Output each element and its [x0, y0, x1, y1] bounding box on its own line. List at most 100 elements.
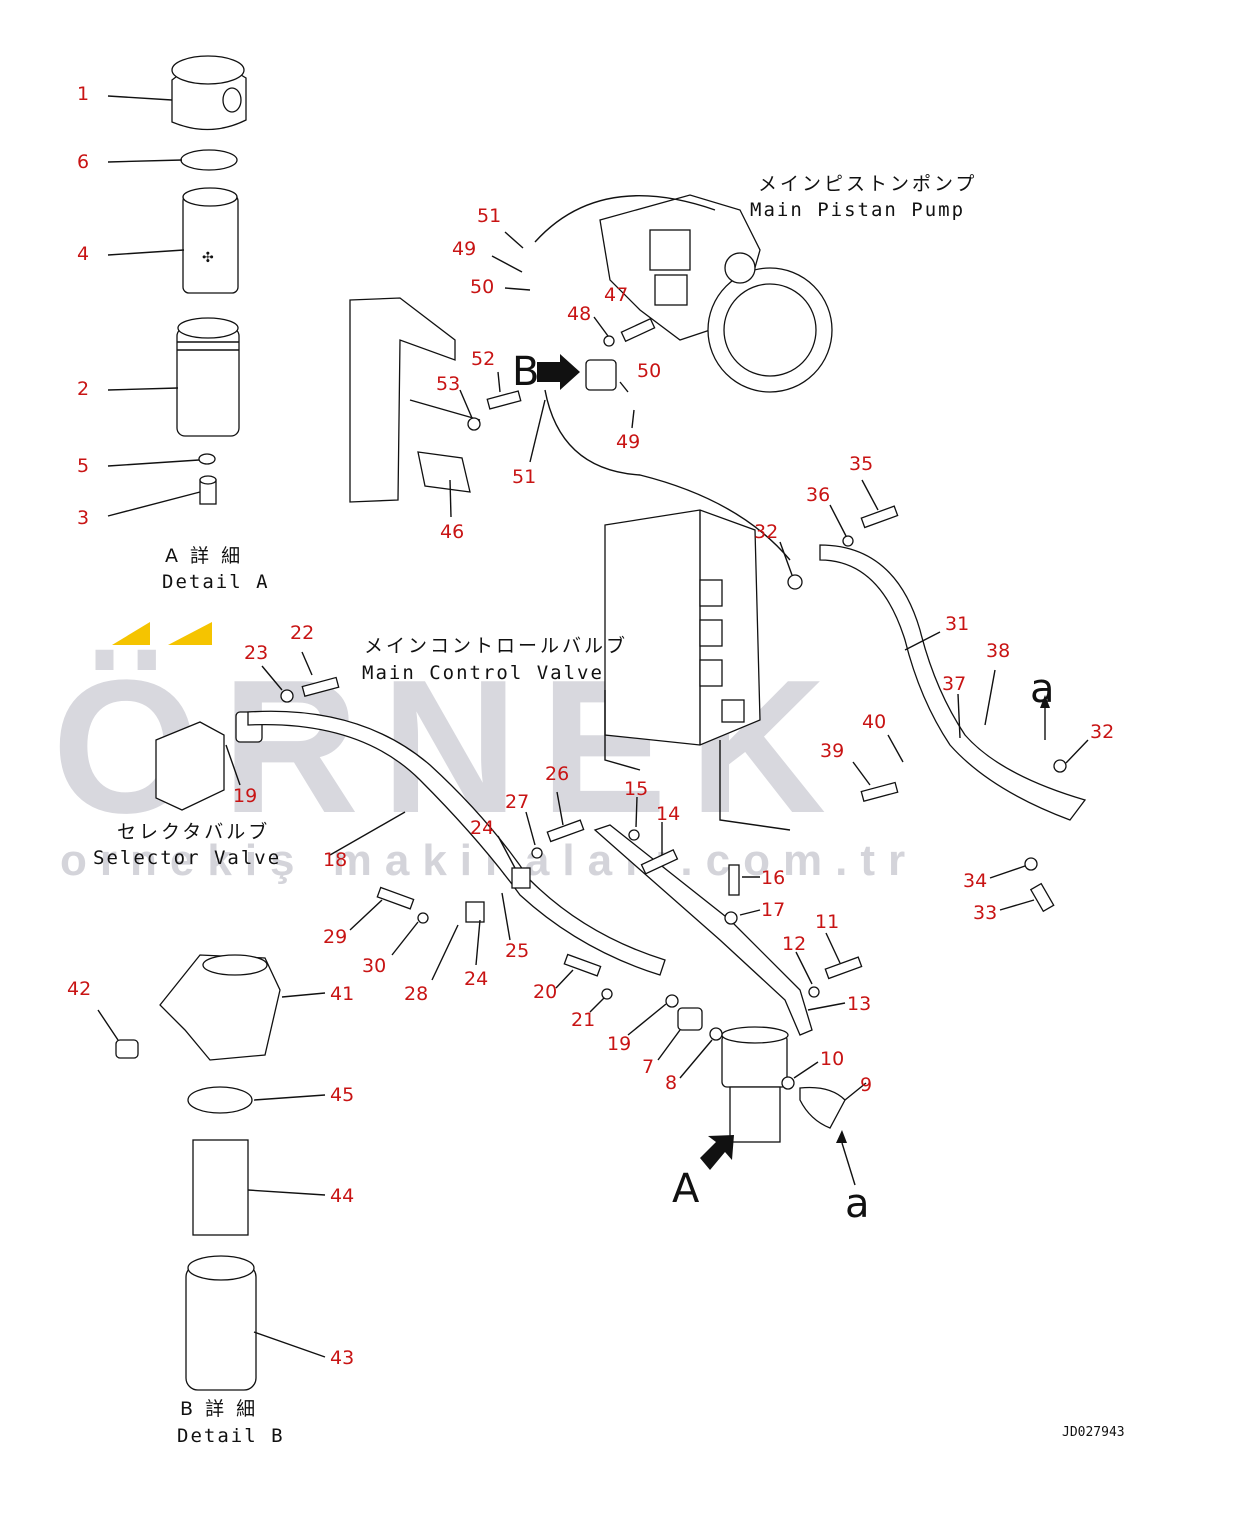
arrow-a-ref-icon — [1040, 695, 1050, 708]
callout-21: 21 — [571, 1009, 595, 1031]
detail-a-caption-en: Detail A — [162, 571, 270, 593]
callout-17: 17 — [761, 899, 785, 921]
drawing-code: JD027943 — [1062, 1425, 1125, 1440]
arrow-b-label: B — [512, 349, 539, 395]
selector-caption-en: Selector Valve — [93, 847, 281, 869]
callout-7: 7 — [642, 1056, 654, 1078]
bracket-13 — [593, 824, 813, 1036]
callout-24b: 24 — [464, 968, 488, 990]
callout-50b: 50 — [637, 360, 661, 382]
callout-52: 52 — [471, 348, 495, 370]
detail-b-caption-en: Detail B — [177, 1425, 285, 1447]
callout-19b: 19 — [607, 1033, 631, 1055]
callout-36: 36 — [806, 484, 830, 506]
callout-42: 42 — [67, 978, 91, 1000]
callout-6: 6 — [77, 151, 89, 173]
part-2-filter-bowl — [176, 317, 240, 437]
arrow-a-icon — [700, 1135, 734, 1170]
callout-12: 12 — [782, 933, 806, 955]
callout-33: 33 — [973, 902, 997, 924]
detail-b-assembly — [115, 954, 281, 1391]
callout-1: 1 — [77, 83, 89, 105]
callout-35: 35 — [849, 453, 873, 475]
callout-22: 22 — [290, 622, 314, 644]
watermark-accent-right — [168, 622, 212, 645]
callout-25: 25 — [505, 940, 529, 962]
callout-28: 28 — [404, 983, 428, 1005]
hose-18 — [247, 710, 666, 976]
callout-20: 20 — [533, 981, 557, 1003]
bracket-46 — [349, 297, 791, 561]
part-3-drain-plug — [199, 475, 217, 505]
callout-2: 2 — [77, 378, 89, 400]
callout-3: 3 — [77, 507, 89, 529]
callout-19: 19 — [233, 785, 257, 807]
callout-45: 45 — [330, 1084, 354, 1106]
callout-49b: 49 — [616, 431, 640, 453]
part-4-element: ✣ — [182, 187, 239, 294]
callout-27: 27 — [505, 791, 529, 813]
callout-11: 11 — [815, 911, 839, 933]
ref-a-label-top: a — [1030, 666, 1055, 712]
selector-caption-jp: セレクタバルブ — [117, 820, 270, 843]
callout-47: 47 — [604, 284, 628, 306]
callout-30: 30 — [362, 955, 386, 977]
callout-37: 37 — [942, 673, 966, 695]
callout-8: 8 — [665, 1072, 677, 1094]
callout-39: 39 — [820, 740, 844, 762]
callout-5: 5 — [77, 455, 89, 477]
svg-text:✣: ✣ — [202, 250, 214, 266]
part-41-filter-head — [159, 954, 281, 1061]
callout-34: 34 — [963, 870, 987, 892]
detail-a-caption-jp: A 詳 細 — [165, 545, 243, 567]
callout-16: 16 — [761, 867, 785, 889]
watermark-accent-left — [112, 622, 150, 645]
leader-lines — [97, 95, 1089, 1358]
part-45-o-ring — [187, 1086, 253, 1114]
callout-43: 43 — [330, 1347, 354, 1369]
callout-24: 24 — [470, 817, 494, 839]
detail-b-caption-jp: B 詳 細 — [180, 1398, 258, 1420]
detail-a-assembly: ✣ — [171, 55, 247, 505]
callout-13: 13 — [847, 993, 871, 1015]
hydraulic-filter — [721, 1026, 846, 1143]
callout-14: 14 — [656, 803, 680, 825]
callout-numbers: 1 6 4 2 5 3 51 49 50 48 47 52 53 50 49 5… — [67, 83, 1114, 1369]
captions: A 詳 細 Detail A B 詳 細 Detail B メインピストンポンプ… — [93, 173, 1125, 1447]
part-42-plug — [115, 1039, 139, 1059]
callout-38: 38 — [986, 640, 1010, 662]
callout-29: 29 — [323, 926, 347, 948]
callout-15: 15 — [624, 778, 648, 800]
part-44-element — [192, 1139, 249, 1236]
main-piston-pump — [534, 194, 833, 393]
pump-caption-en: Main Pistan Pump — [750, 199, 965, 221]
callout-53: 53 — [436, 373, 460, 395]
callout-26: 26 — [545, 763, 569, 785]
valve-caption-en: Main Control Valve — [362, 662, 604, 684]
callout-31: 31 — [945, 613, 969, 635]
callout-41: 41 — [330, 983, 354, 1005]
part-6-o-ring — [180, 149, 238, 171]
callout-48: 48 — [567, 303, 591, 325]
callout-10: 10 — [820, 1048, 844, 1070]
valve-caption-jp: メインコントロールバルブ — [364, 634, 628, 657]
part-1-filter-head — [171, 55, 247, 131]
hardware — [280, 317, 1067, 1090]
arrow-a-ref-bottom-icon — [836, 1130, 847, 1143]
callout-40: 40 — [862, 711, 886, 733]
callout-18: 18 — [323, 849, 347, 871]
callout-32b: 32 — [1090, 721, 1114, 743]
hose-31 — [819, 544, 1087, 821]
pump-caption-jp: メインピストンポンプ — [758, 173, 977, 195]
arrow-a-label: A — [672, 1166, 700, 1212]
callout-23: 23 — [244, 642, 268, 664]
callout-51: 51 — [477, 205, 501, 227]
callout-50: 50 — [470, 276, 494, 298]
callout-51b: 51 — [512, 466, 536, 488]
part-5-seal — [198, 453, 216, 465]
callout-4: 4 — [77, 243, 89, 265]
callout-32: 32 — [754, 521, 778, 543]
callout-49: 49 — [452, 238, 476, 260]
callout-9: 9 — [860, 1074, 872, 1096]
